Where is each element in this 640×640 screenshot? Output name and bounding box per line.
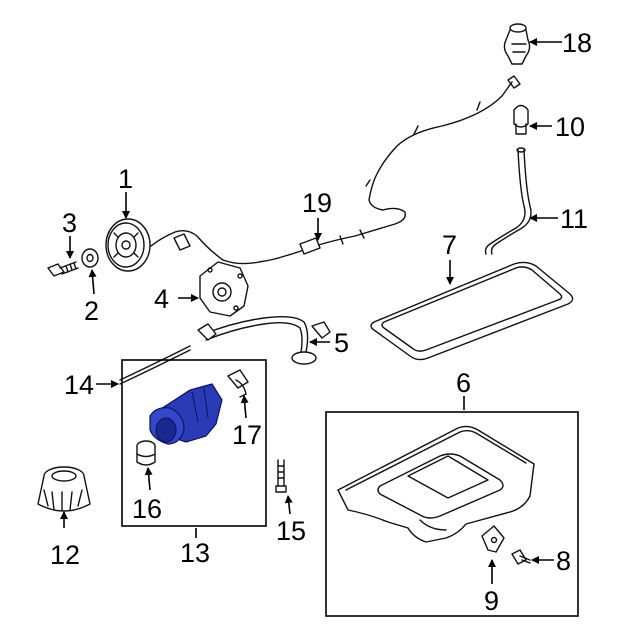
callout-11[interactable]: 11 — [560, 204, 588, 234]
callout-5[interactable]: 5 — [334, 328, 349, 358]
callout-1[interactable]: 1 — [118, 164, 133, 194]
part-4-oil-pump[interactable] — [199, 261, 249, 317]
part-14-dipstick[interactable] — [119, 345, 191, 385]
callout-3[interactable]: 3 — [62, 208, 77, 238]
part-12-oil-filter[interactable] — [37, 466, 91, 512]
part-7-oil-pan-gasket[interactable] — [370, 261, 574, 361]
callout-9[interactable]: 9 — [484, 586, 499, 616]
callout-4[interactable]: 4 — [154, 284, 169, 314]
part-6-oil-pan[interactable] — [337, 425, 535, 543]
part-10-sensor[interactable] — [513, 104, 529, 135]
leader-16 — [144, 467, 153, 491]
part-16-nipple[interactable] — [136, 440, 156, 466]
callout-13[interactable]: 13 — [180, 538, 210, 568]
callout-10[interactable]: 10 — [555, 112, 585, 142]
part-17-oil-pressure-sensor[interactable] — [227, 369, 249, 398]
part-5-oil-pickup-tube[interactable] — [197, 315, 331, 365]
part-8-drain-plug[interactable] — [511, 549, 531, 565]
callout-6[interactable]: 6 — [456, 368, 471, 398]
leader-2 — [88, 269, 97, 295]
part-18-pcv-valve[interactable] — [503, 23, 531, 65]
callout-7[interactable]: 7 — [442, 230, 457, 260]
leader-15 — [284, 495, 293, 515]
part-2-washer[interactable] — [81, 248, 99, 268]
leader-17 — [240, 395, 249, 419]
group-box-6 — [325, 411, 579, 617]
callout-14[interactable]: 14 — [64, 370, 94, 400]
part-9-bracket[interactable] — [481, 525, 505, 553]
callout-16[interactable]: 16 — [132, 494, 162, 524]
callout-18[interactable]: 18 — [562, 28, 592, 58]
part-15-bolt[interactable] — [275, 459, 287, 493]
callout-19[interactable]: 19 — [302, 188, 332, 218]
callout-12[interactable]: 12 — [50, 540, 80, 570]
part-1-crankshaft-pulley[interactable] — [105, 218, 151, 272]
part-3-bolt[interactable] — [47, 261, 79, 277]
part-11-dipstick-tube[interactable] — [484, 147, 532, 255]
part-13-oil-filter-adapter[interactable] — [149, 383, 223, 445]
callout-15[interactable]: 15 — [276, 516, 306, 546]
callout-2[interactable]: 2 — [84, 296, 99, 326]
callout-8[interactable]: 8 — [556, 546, 571, 576]
part-19-wiring-harness[interactable] — [150, 75, 521, 265]
group-box-13 — [121, 359, 267, 527]
callout-17[interactable]: 17 — [232, 420, 262, 450]
